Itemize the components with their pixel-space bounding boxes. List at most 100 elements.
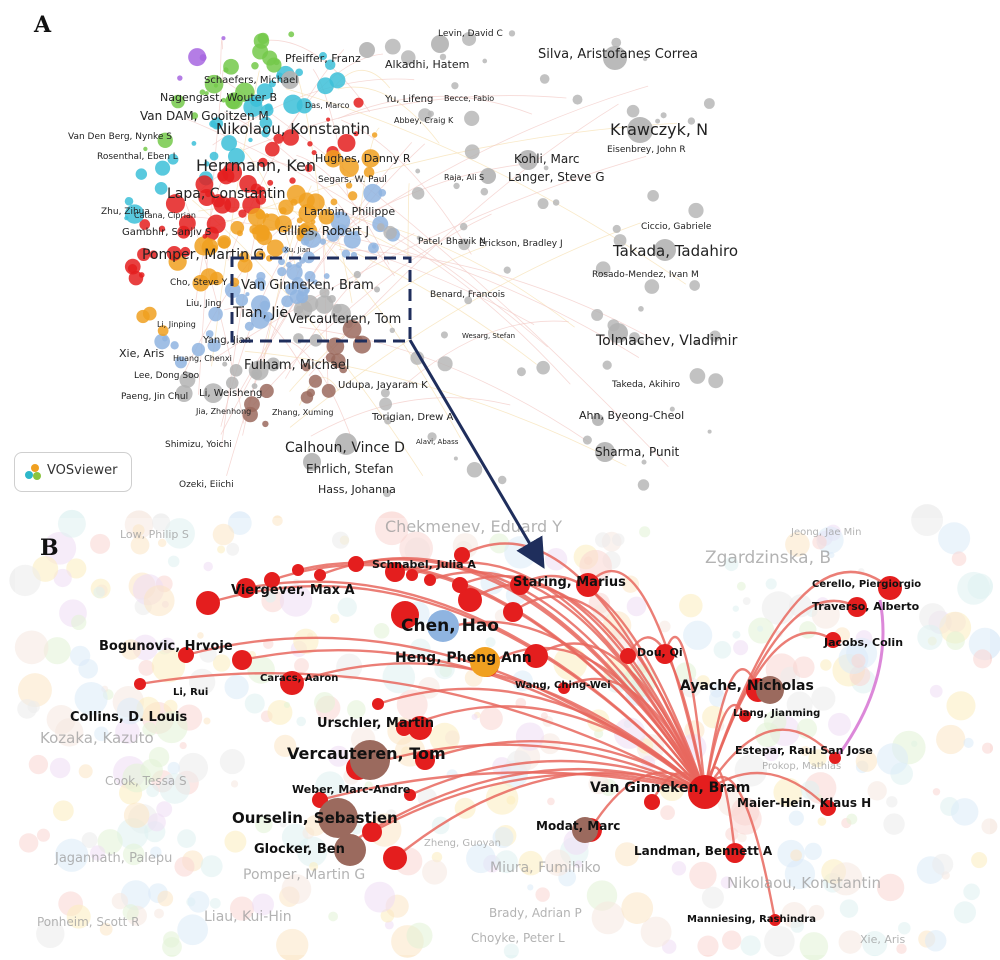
author-label: Schaefers, Michael — [204, 75, 298, 86]
network-node — [207, 338, 221, 352]
network-node — [202, 233, 208, 239]
network-node — [273, 58, 280, 66]
network-node — [572, 94, 583, 105]
network-node — [223, 58, 239, 75]
network-node — [660, 112, 667, 119]
network-node — [326, 117, 331, 122]
author-label: Huang, Chenxi — [173, 354, 232, 363]
author-label: Hughes, Danny R — [315, 152, 411, 165]
network-node — [371, 132, 378, 138]
network-node — [167, 153, 179, 165]
author-label: Gillies, Robert J — [278, 224, 369, 238]
network-node — [278, 258, 285, 266]
network-node — [135, 168, 148, 180]
network-node — [497, 475, 507, 485]
network-node — [264, 213, 270, 218]
network-link — [198, 70, 224, 395]
author-label: Eisenbrey, John R — [607, 145, 686, 155]
network-node — [689, 280, 700, 291]
panel-b — [0, 515, 1000, 960]
network-node — [380, 388, 390, 398]
network-node — [371, 244, 377, 249]
network-node — [266, 239, 284, 257]
network-node — [124, 196, 134, 206]
network-node — [304, 164, 313, 172]
author-label: Li, Jinping — [157, 320, 196, 329]
network-node — [307, 141, 313, 147]
author-label: Alavi, Abass — [416, 438, 459, 446]
author-label: Li, Weisheng — [199, 388, 262, 399]
author-label: Yang, Jian — [202, 335, 251, 346]
author-label: Torigian, Drew A — [371, 412, 453, 423]
network-node — [203, 383, 224, 403]
network-node — [188, 48, 207, 67]
author-label: Wesarg, Stefan — [462, 332, 515, 340]
network-node — [613, 234, 627, 247]
network-node — [157, 325, 169, 337]
network-node — [401, 50, 416, 65]
network-node — [174, 356, 187, 369]
network-node — [217, 235, 231, 249]
author-label: Nikolaou, Konstantin — [216, 120, 370, 138]
network-node — [296, 98, 313, 114]
vosviewer-label: VOSviewer — [47, 463, 118, 478]
network-node — [503, 266, 511, 274]
network-node — [256, 83, 274, 100]
network-node — [266, 357, 281, 372]
network-node — [312, 279, 318, 285]
network-node — [383, 225, 397, 240]
network-node — [707, 429, 712, 434]
network-node — [250, 310, 270, 329]
network-node — [158, 225, 166, 232]
network-node — [389, 327, 395, 333]
author-label: Pfeiffer, Franz — [285, 52, 361, 65]
network-node — [687, 117, 696, 125]
network-node — [437, 356, 453, 372]
network-node — [431, 35, 449, 53]
network-node — [345, 182, 353, 189]
network-node — [309, 334, 323, 347]
network-node — [451, 82, 459, 90]
network-node — [319, 238, 327, 245]
network-node — [595, 442, 615, 462]
network-node — [539, 74, 550, 84]
network-node — [427, 110, 434, 117]
network-node — [335, 213, 341, 219]
network-node — [482, 58, 488, 64]
network-node — [286, 184, 306, 204]
network-node — [282, 129, 299, 146]
network-link — [341, 119, 472, 255]
author-label: Ahn, Byeong-Cheol — [579, 409, 684, 422]
author-label: Ciccio, Gabriele — [641, 222, 712, 232]
network-link — [220, 39, 223, 75]
network-node — [178, 214, 196, 232]
network-node — [464, 110, 480, 126]
network-link — [212, 78, 415, 146]
network-node — [289, 177, 296, 184]
author-label: Fulham, Michael — [244, 358, 350, 373]
author-label: Liu, Jing — [186, 299, 222, 309]
network-node — [612, 224, 621, 234]
network-node — [363, 166, 375, 178]
network-link — [298, 79, 326, 255]
network-node — [321, 383, 336, 398]
network-link — [239, 147, 299, 274]
network-link — [220, 142, 413, 435]
author-label: Benard, Francois — [430, 290, 505, 300]
network-node — [261, 104, 274, 117]
network-node — [213, 196, 232, 214]
network-node — [149, 250, 158, 259]
network-node — [267, 179, 274, 186]
network-node — [298, 203, 317, 223]
network-node — [191, 112, 199, 120]
network-node — [689, 368, 706, 384]
network-node — [655, 118, 661, 124]
author-label: Xie, Aris — [119, 347, 164, 360]
network-node — [537, 198, 549, 210]
network-node — [611, 37, 622, 48]
author-label: Zhu, Zihua — [101, 207, 150, 217]
network-node — [453, 456, 458, 461]
network-node — [315, 295, 334, 314]
network-node — [353, 335, 371, 354]
network-node — [384, 38, 401, 55]
